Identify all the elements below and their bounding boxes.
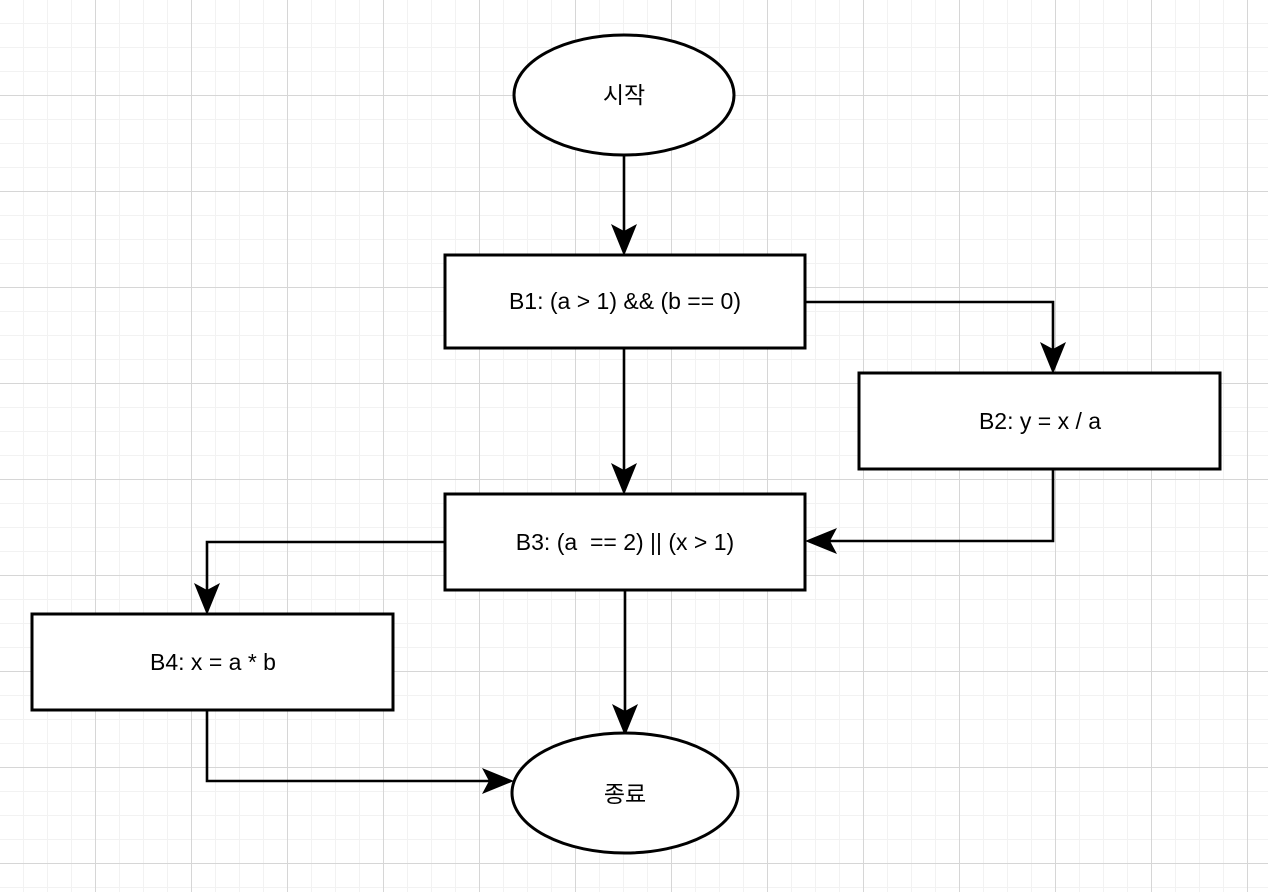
node-b4[interactable]: B4: x = a * b: [30, 612, 395, 712]
arrowhead-right-end: [482, 768, 514, 794]
node-b2[interactable]: B2: y = x / a: [857, 371, 1222, 471]
node-end-shape: [510, 731, 740, 855]
arrowhead-down-b4: [194, 583, 220, 615]
arrowhead-down-end: [612, 704, 638, 736]
node-b3-label: B3: (a == 2) || (x > 1): [516, 529, 734, 555]
node-start-shape: [512, 33, 736, 157]
node-start-label: 시작: [603, 82, 645, 108]
node-end-label: 종료: [604, 781, 646, 807]
node-b1-label: B1: (a > 1) && (b == 0): [509, 288, 741, 314]
node-b2-shape: [857, 371, 1222, 471]
edge-b2-to-b3-line: [818, 469, 1055, 543]
node-b2-label: B2: y = x / a: [979, 408, 1101, 434]
edge-b2-to-b3[interactable]: [805, 469, 1055, 554]
arrowhead-down-b3: [611, 463, 637, 495]
edge-b4-to-end[interactable]: [205, 710, 514, 794]
edge-b3-to-end[interactable]: [612, 590, 638, 736]
node-start[interactable]: 시작: [512, 33, 736, 157]
edge-b1-to-b3[interactable]: [611, 348, 637, 495]
edge-b1-to-b2-line: [805, 300, 1055, 360]
node-b3-shape: [443, 492, 807, 592]
node-end[interactable]: 종료: [510, 731, 740, 855]
arrowhead-left-b3: [805, 528, 837, 554]
edge-start-to-b1[interactable]: [611, 155, 637, 256]
arrowhead-down-b1: [611, 224, 637, 256]
node-b3[interactable]: B3: (a == 2) || (x > 1): [443, 492, 807, 592]
node-b1-shape: [443, 253, 807, 350]
edge-b3-to-b4[interactable]: [194, 540, 445, 615]
arrowhead-down-b2: [1040, 342, 1066, 374]
edge-b4-to-end-line: [205, 710, 500, 783]
edge-b3-to-b4-line: [205, 540, 445, 601]
edge-b1-to-b2[interactable]: [805, 300, 1066, 374]
node-b1[interactable]: B1: (a > 1) && (b == 0): [443, 253, 807, 350]
node-b4-label: B4: x = a * b: [150, 649, 276, 675]
node-b4-shape: [30, 612, 395, 712]
